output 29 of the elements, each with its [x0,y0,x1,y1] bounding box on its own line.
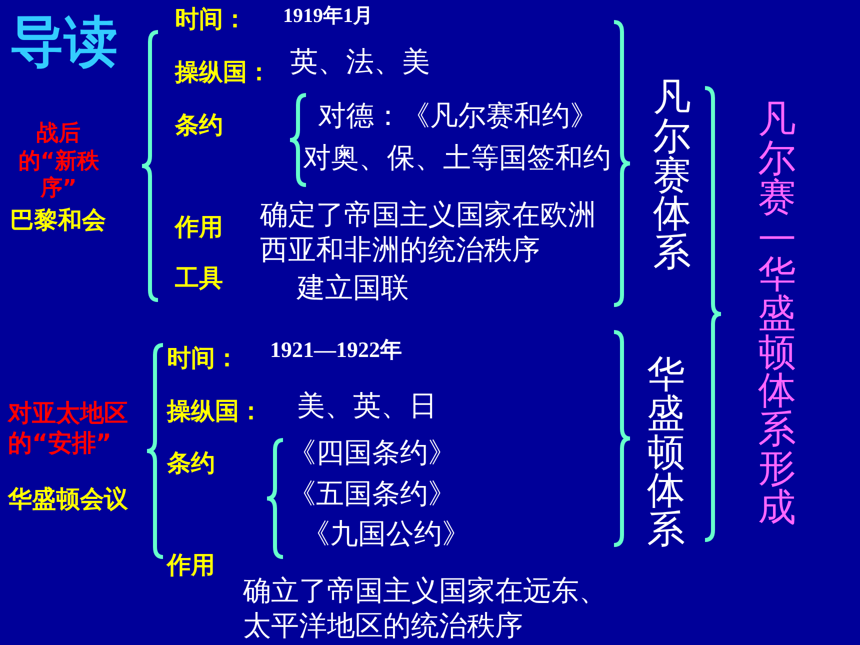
value-text: 《五国条约》 [288,476,456,511]
field-label: 操纵国： [175,57,271,87]
value-text: 美、英、日 [297,388,437,423]
field-label: 条约 [167,448,215,478]
field-label: 条约 [175,110,223,140]
section-heading: 华盛顿会议 [8,484,128,514]
value-text: 英、法、美 [290,44,430,79]
field-label: 时间： [167,343,239,373]
value-text: 对奥、保、土等国签和约 [303,140,611,175]
field-label: 操纵国： [167,396,263,426]
vertical-heading: 凡尔赛体系 [653,78,691,272]
value-text: 对德：《凡尔赛和约》 [318,98,598,133]
value-text: 建立国联 [297,270,409,305]
section-heading: 对亚太地区的“安排” [8,398,129,458]
vertical-heading: 凡尔赛—华盛顿体系形成 [758,100,796,526]
section-heading: 巴黎和会 [10,205,106,235]
title-text: 导读 [10,9,118,75]
field-label: 作用 [175,212,223,242]
value-text: 1921—1922年 [270,336,402,364]
field-label: 工具 [175,263,223,293]
section-heading: 战后的“新秩序” [17,120,100,202]
value-text: 确定了帝国主义国家在欧洲西亚和非洲的统治秩序 [260,197,597,267]
value-text: 《九国公约》 [302,516,470,551]
vertical-heading: 华盛顿体系 [647,355,685,549]
field-label: 时间： [175,4,247,34]
value-text: 1919年1月 [283,4,373,29]
value-text: 《四国条约》 [288,435,456,470]
value-text: 确立了帝国主义国家在远东、太平洋地区的统治秩序 [243,573,608,643]
field-label: 作用 [167,550,215,580]
